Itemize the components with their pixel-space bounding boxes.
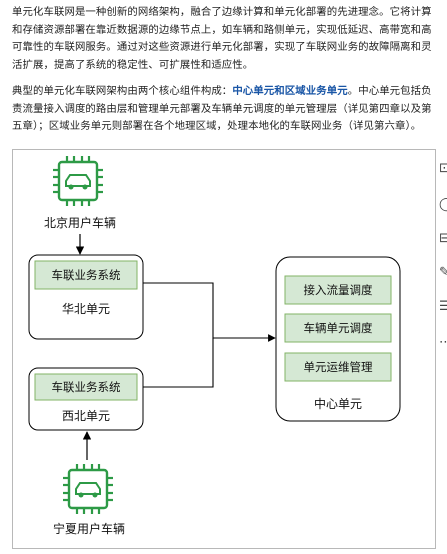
center-item-0-label: 接入流量调度 — [304, 283, 373, 297]
ningxia-vehicle-label: 宁夏用户车辆 — [53, 521, 125, 536]
northwest-service-label: 车联业务系统 — [52, 380, 121, 394]
intro-p2-post: 。中心单元包括负责流量接入调度的路由层和管理单元部署及车辆单元调度的单元管理层（… — [12, 85, 432, 132]
intro-paragraph-1: 单元化车联网是一种创新的网络架构，融合了边缘计算和单元化部署的先进理念。它将计算… — [12, 6, 432, 71]
ningxia-vehicle-chip-icon — [63, 464, 113, 514]
north-unit-label: 华北单元 — [62, 302, 110, 316]
intro-p2-highlight: 中心单元和区域业务单元 — [232, 85, 348, 97]
center-item-box-0[interactable] — [284, 275, 392, 305]
architecture-diagram: 北京用户车辆 车联业务系统 华北单元 车联业务系统 西北单元 宁 — [28, 156, 401, 536]
beijing-vehicle-chip-icon — [53, 156, 103, 206]
center-item-box-1[interactable] — [284, 313, 392, 343]
diagram-frame[interactable]: 北京用户车辆 车联业务系统 华北单元 车联业务系统 西北单元 宁 — [12, 149, 436, 549]
intro-p2-pre: 典型的单元化车联网架构由两个核心组件构成： — [12, 85, 233, 97]
fit-page-icon[interactable]: ⊡ — [439, 161, 447, 176]
connector-north-center — [143, 282, 276, 342]
center-item-2-label: 单元运维管理 — [304, 360, 373, 374]
north-service-box[interactable] — [34, 260, 138, 290]
center-item-1-label: 车辆单元调度 — [304, 321, 373, 335]
layers-icon[interactable]: ☰ — [439, 299, 447, 314]
center-item-box-2[interactable] — [284, 352, 392, 382]
circle-icon[interactable]: ◯ — [439, 197, 447, 212]
north-service-label: 车联业务系统 — [52, 268, 121, 282]
northwest-unit-label: 西北单元 — [62, 409, 110, 423]
northwest-service-box[interactable] — [34, 373, 138, 401]
beijing-vehicle-label: 北京用户车辆 — [44, 215, 116, 230]
more-icon[interactable]: ⋯ — [439, 335, 447, 350]
save-icon[interactable]: ⊟ — [439, 231, 447, 246]
edit-icon[interactable]: ✎ — [439, 265, 447, 280]
intro-paragraph-2: 典型的单元化车联网架构由两个核心组件构成：中心单元和区域业务单元。中心单元包括负… — [12, 83, 432, 136]
center-unit-label: 中心单元 — [314, 396, 362, 411]
connector-northwest-center — [143, 338, 214, 388]
